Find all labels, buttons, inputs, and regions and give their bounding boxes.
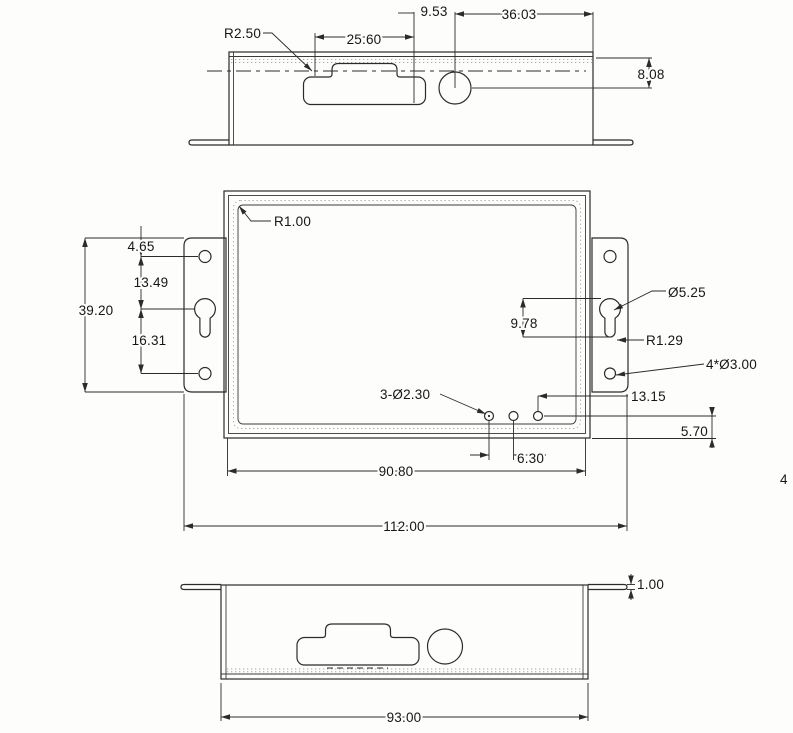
arrowhead [513, 452, 523, 458]
arrowhead [628, 575, 634, 585]
dim-holes-to-bottom: 5.70 [681, 424, 708, 439]
arrowhead [138, 247, 144, 257]
arrowhead [520, 298, 526, 308]
top-view-body-outline [228, 51, 594, 146]
dim-connector-width: 25.60 [347, 32, 382, 47]
dim-hole-to-keyhole: 13.49 [134, 275, 169, 290]
leader-arrowhead [617, 337, 626, 343]
enclosure-outer-wall [223, 190, 591, 439]
round-hole-rear [426, 628, 464, 665]
bottom-view: 1.00 93.00 [180, 574, 666, 727]
arrowhead [618, 523, 627, 529]
margin-note: 4 [780, 472, 788, 487]
dim-keyhole-diameter: Ø5.25 [668, 285, 706, 300]
dim-keyhole-to-hole: 16.31 [132, 333, 167, 348]
dim-hole-to-edge: 13.15 [631, 389, 666, 404]
keyhole-slot-right [599, 298, 621, 338]
arrowhead [709, 438, 715, 448]
dim-hole-spacing: 6.30 [517, 451, 544, 466]
dim-overall-width: 112.00 [383, 519, 425, 534]
arrowhead [138, 364, 144, 374]
plan-view: R1.00 4.65 13.49 16.31 39.20 9.78 Ø5.25 [77, 190, 759, 536]
mounting-hole [198, 366, 212, 381]
arrowhead [538, 393, 547, 399]
leader-arrowhead [614, 303, 624, 310]
arrowhead [227, 468, 237, 474]
dim-flange-top-to-hole: 4.65 [127, 239, 154, 254]
dim-hole-center-depth: 8.08 [637, 67, 664, 82]
arrowhead [221, 714, 230, 720]
leader-line [613, 290, 666, 311]
arrowhead [138, 309, 144, 318]
arrowhead [646, 58, 652, 67]
leader-arrowhead [616, 371, 626, 377]
arrowhead [82, 238, 88, 247]
dim-hole-to-edge: 36.03 [502, 7, 537, 22]
small-hole [483, 410, 495, 422]
small-hole-center-mark [487, 414, 491, 418]
bottom-view-body-outline [220, 584, 589, 680]
small-hole [508, 410, 519, 422]
db9-connector-cutout-rear [296, 623, 420, 666]
arrowhead [184, 523, 193, 529]
bottom-view-right-tab [588, 583, 628, 591]
mounting-hole [603, 249, 617, 264]
leader-arrowhead [476, 408, 486, 414]
leader-line [263, 32, 313, 72]
dim-inner-width: 90.80 [379, 464, 414, 479]
enclosure-inner-rim [237, 204, 577, 425]
arrowhead [455, 11, 464, 17]
arrowhead [520, 328, 526, 337]
arrowhead [138, 238, 144, 247]
dim-flange-thickness: 1.00 [637, 577, 664, 592]
small-hole [532, 410, 544, 422]
arrowhead [315, 34, 324, 40]
arrowhead [646, 79, 652, 88]
top-view: 25.60 9.53 36.03 R2.50 8.08 [188, 2, 666, 146]
db9-connector-cutout [302, 62, 427, 106]
mounting-flange-right [591, 237, 629, 393]
dim-small-holes: 3-Ø2.30 [380, 387, 430, 402]
mounting-hole [198, 249, 212, 264]
top-view-right-tab [593, 139, 634, 146]
arrowhead [138, 300, 144, 309]
arrowhead [628, 589, 634, 599]
arrowhead [576, 468, 586, 474]
arrowhead [579, 714, 588, 720]
arrowhead [82, 383, 88, 392]
dim-connector-radius: R2.50 [224, 26, 261, 41]
arrowhead [480, 452, 489, 458]
mounting-hole [603, 367, 617, 380]
leader-arrowhead [239, 206, 247, 215]
bottom-view-left-tab [180, 583, 221, 591]
dim-keyhole-slot-radius: R1.29 [646, 333, 683, 348]
enclosure-inner-wall [228, 195, 586, 434]
leader-line [615, 363, 705, 376]
top-view-left-tab [188, 139, 229, 146]
leader-arrowhead [303, 63, 312, 71]
dim-hole-offset: 9.53 [420, 4, 447, 19]
dim-corner-radius: R1.00 [274, 214, 311, 229]
dim-mounting-holes: 4*Ø3.00 [706, 357, 757, 372]
dim-keyhole-length: 9.78 [510, 316, 537, 331]
arrowhead [138, 256, 144, 266]
arrowhead [709, 407, 715, 416]
dim-body-width: 93.00 [387, 710, 422, 725]
arrowhead [405, 34, 414, 40]
mounting-flange-left [183, 237, 227, 393]
dim-flange-height: 39.20 [79, 303, 114, 318]
arrowhead [584, 11, 593, 17]
keyhole-slot-left [194, 298, 216, 338]
